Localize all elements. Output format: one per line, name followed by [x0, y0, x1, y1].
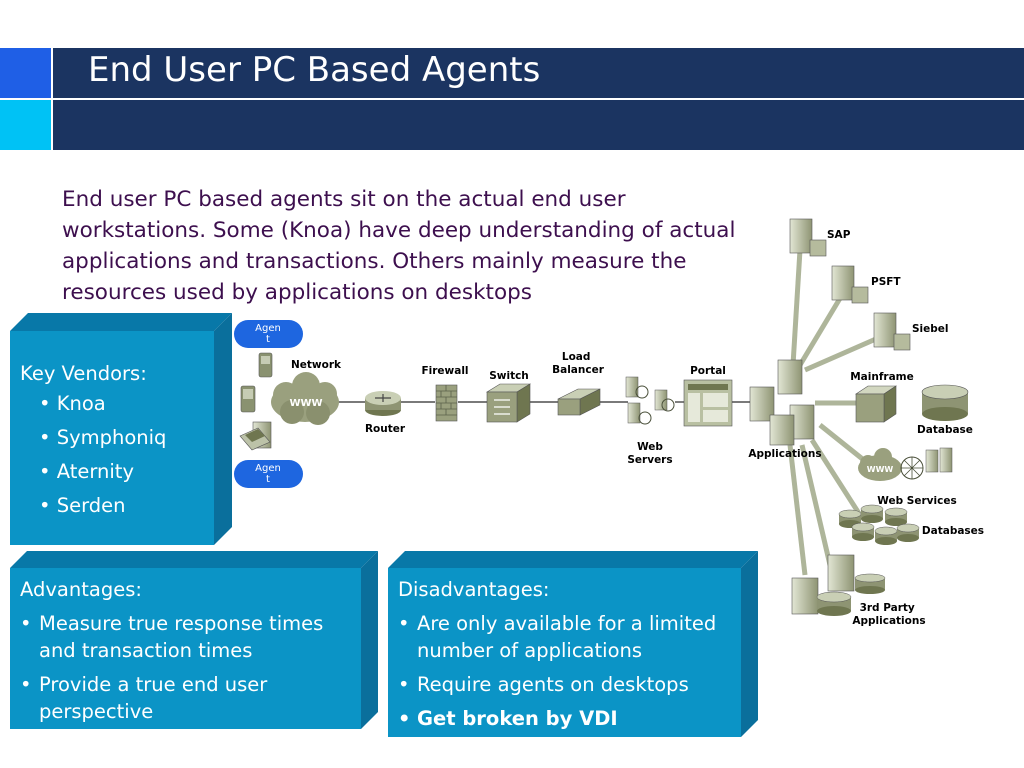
application-servers-icon	[749, 359, 815, 446]
mainframe-icon	[855, 385, 897, 423]
siebel-server-icon	[873, 312, 911, 351]
load-balancer-label: Load Balancer	[552, 351, 605, 376]
label-second-line: Balancer	[552, 364, 605, 376]
sap-server-icon	[789, 218, 827, 257]
vendors-list: • Knoa • Symphoniq • Aternity • Serden	[20, 387, 166, 523]
agent-line: Agen	[255, 323, 281, 334]
www-cloud-icon: WWW	[271, 372, 339, 425]
agent-line: t	[266, 474, 270, 485]
vendor-name: Aternity	[56, 460, 134, 483]
list-item: •Get broken by VDI	[398, 707, 618, 730]
database-label: Database	[917, 424, 973, 436]
header-divider	[0, 98, 1024, 100]
advantages-box: Advantages: •Measure true response times…	[10, 551, 378, 729]
web-services-label: Web Services	[877, 495, 956, 507]
list-item: • Serden	[39, 494, 126, 517]
vendors-box-shape	[10, 313, 232, 545]
label-second-line: Applications	[852, 615, 925, 627]
disadvantages-label: Disadvantages:	[398, 578, 550, 601]
database-icon	[921, 384, 969, 421]
portal-label: Portal	[690, 365, 726, 377]
list-item: •Are only available for a limited number…	[398, 610, 733, 664]
disadvantage-text: Are only available for a limited number …	[417, 612, 717, 662]
databases-cluster-icon	[838, 504, 920, 545]
applications-label: Applications	[748, 448, 821, 460]
third-party-label: 3rd Party Applications	[852, 602, 925, 627]
list-item: • Symphoniq	[39, 426, 167, 449]
vendors-label: Key Vendors:	[20, 362, 147, 385]
web-services-icon: WWW	[858, 447, 953, 481]
agent-line: t	[266, 334, 270, 345]
psft-server-icon	[831, 265, 869, 304]
load-balancer-icon	[557, 388, 601, 416]
page-title: End User PC Based Agents	[88, 50, 541, 90]
advantage-text: Provide a true end user perspective	[39, 673, 268, 723]
sap-label: SAP	[827, 229, 851, 241]
disadvantages-box-shape	[388, 551, 758, 737]
third-party-apps-icon	[791, 554, 886, 616]
header-accent-square-blue	[0, 48, 51, 98]
pda-icon	[240, 385, 256, 413]
advantage-text: Measure true response times and transact…	[39, 612, 324, 662]
web-servers-line: Web	[637, 441, 663, 453]
switch-label: Switch	[489, 370, 529, 382]
siebel-label: Siebel	[912, 323, 949, 335]
third-party-text: 3rd Party	[860, 602, 915, 614]
advantages-box-shape	[10, 551, 378, 729]
psft-label: PSFT	[871, 276, 901, 288]
network-label: Network	[291, 359, 342, 371]
list-item: •Require agents on desktops	[398, 673, 689, 696]
databases-label: Databases	[922, 525, 984, 537]
firewall-label: Firewall	[421, 365, 468, 377]
intro-paragraph: End user PC based agents sit on the actu…	[62, 187, 736, 305]
disadvantage-text: Get broken by VDI	[417, 707, 618, 730]
www-label: WWW	[289, 398, 322, 409]
application-links	[787, 249, 887, 576]
agent-line: Agen	[255, 463, 281, 474]
list-item: • Knoa	[39, 392, 106, 415]
web-servers-icon	[625, 376, 675, 425]
disadvantages-box: Disadvantages: •Are only available for a…	[388, 551, 758, 737]
vendor-name: Knoa	[56, 392, 106, 415]
header-vertical-divider	[51, 48, 53, 150]
firewall-icon	[435, 384, 458, 422]
router-icon	[365, 391, 401, 416]
header-accent-square-cyan	[0, 98, 51, 150]
list-item: •Provide a true end user perspective	[20, 671, 350, 725]
www-label: WWW	[867, 465, 894, 474]
router-label: Router	[365, 423, 406, 435]
advantages-label: Advantages:	[20, 578, 142, 601]
vendors-box: Key Vendors: • Knoa • Symphoniq • Aterni…	[10, 313, 232, 545]
switch-icon	[485, 383, 532, 423]
disadvantage-text: Require agents on desktops	[417, 673, 689, 696]
list-item: •Measure true response times and transac…	[20, 610, 350, 664]
web-servers-line: Servers	[627, 454, 672, 466]
desktop-pc-icon	[239, 421, 272, 451]
mainframe-label: Mainframe	[850, 371, 914, 383]
vendor-name: Serden	[56, 494, 126, 517]
list-item: • Aternity	[39, 460, 134, 483]
portal-icon	[683, 379, 733, 427]
load-balancer-text: Load	[562, 351, 591, 363]
mobile-phone-icon	[258, 352, 273, 378]
vendor-name: Symphoniq	[56, 426, 167, 449]
